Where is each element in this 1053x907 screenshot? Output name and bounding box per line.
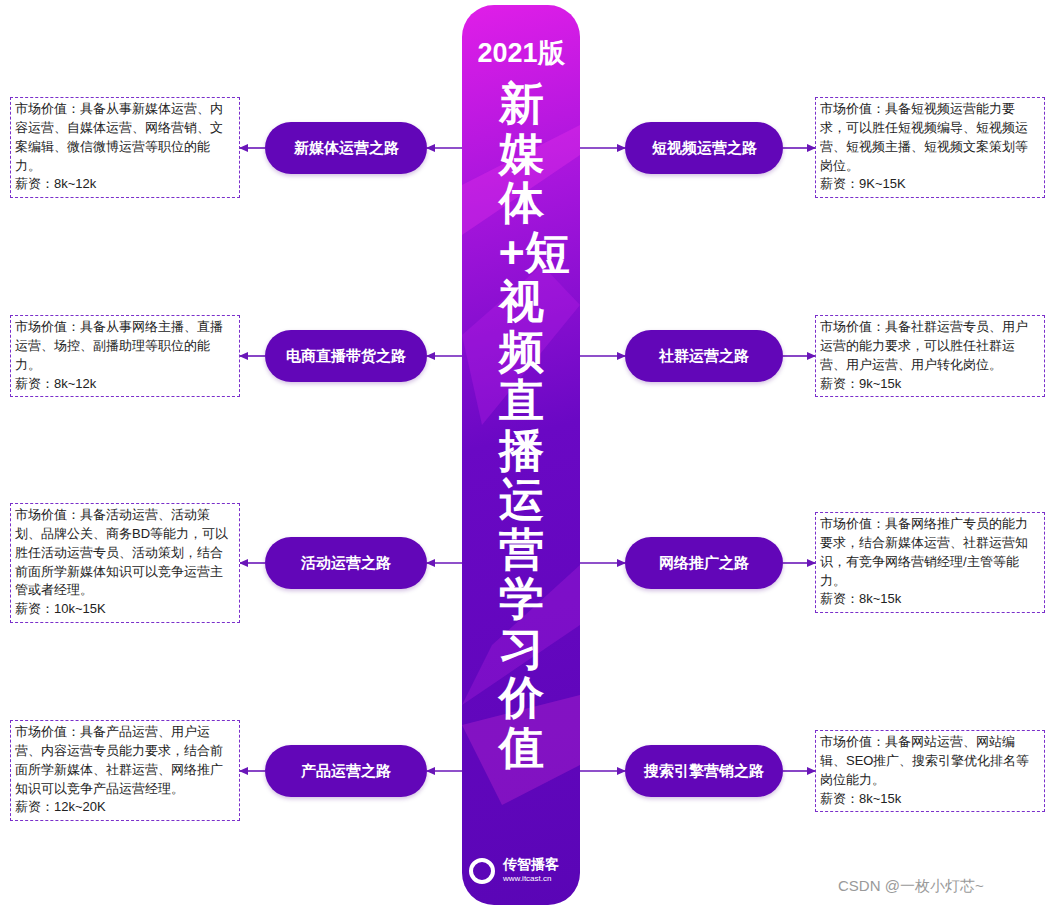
arrow-connector <box>783 562 815 564</box>
arrow-connector <box>580 562 625 564</box>
salary-text: 薪资：8k~15k <box>820 590 1040 609</box>
info-box: 市场价值：具备短视频运营能力要求，可以胜任短视频编导、短视频运营、短视频主播、短… <box>815 97 1045 198</box>
market-value-text: 市场价值：具备从事网络主播、直播运营、场控、副播助理等职位的能力。 <box>15 318 235 375</box>
arrow-connector <box>783 355 815 357</box>
info-box: 市场价值：具备产品运营、用户运营、内容运营专员能力要求，结合前面所学新媒体、社群… <box>10 720 240 821</box>
path-pill: 活动运营之路 <box>265 537 427 589</box>
pill-label: 短视频运营之路 <box>652 139 757 158</box>
info-box: 市场价值：具备社群运营专员、用户运营的能力要求，可以胜任社群运营、用户运营、用户… <box>815 315 1045 397</box>
logo-text: 传智播客 <box>503 856 559 874</box>
path-pill: 社群运营之路 <box>625 330 783 382</box>
market-value-text: 市场价值：具备活动运营、活动策划、品牌公关、商务BD等能力，可以胜任活动运营专员… <box>15 506 235 600</box>
salary-text: 薪资：8k~15k <box>820 790 1040 809</box>
pill-label: 搜索引擎营销之路 <box>644 762 764 781</box>
pill-label: 产品运营之路 <box>301 762 391 781</box>
arrow-connector <box>783 770 815 772</box>
info-box: 市场价值：具备活动运营、活动策划、品牌公关、商务BD等能力，可以胜任活动运营专员… <box>10 503 240 623</box>
market-value-text: 市场价值：具备短视频运营能力要求，可以胜任短视频编导、短视频运营、短视频主播、短… <box>820 100 1040 175</box>
logo-url: www.itcast.cn <box>503 874 551 883</box>
path-pill: 产品运营之路 <box>265 745 427 797</box>
arrow-connector <box>427 355 462 357</box>
vertical-title: 新媒体+短视频直播运营学习价值 <box>499 79 544 772</box>
pill-label: 电商直播带货之路 <box>286 347 406 366</box>
path-pill: 网络推广之路 <box>625 537 783 589</box>
market-value-text: 市场价值：具备网站运营、网站编辑、SEO推广、搜索引擎优化排名等岗位能力。 <box>820 733 1040 790</box>
market-value-text: 市场价值：具备网络推广专员的能力要求，结合新媒体运营、社群运营知识，有竞争网络营… <box>820 515 1040 590</box>
arrow-connector <box>427 562 462 564</box>
salary-text: 薪资：12k~20K <box>15 798 235 817</box>
salary-text: 薪资：8k~12k <box>15 175 235 194</box>
arrow-connector <box>240 562 265 564</box>
arrow-connector <box>240 770 265 772</box>
info-box: 市场价值：具备从事新媒体运营、内容运营、自媒体运营、网络营销、文案编辑、微信微博… <box>10 97 240 198</box>
salary-text: 薪资：9K~15K <box>820 175 1040 194</box>
path-pill: 搜索引擎营销之路 <box>625 745 783 797</box>
title-column: 2021版新媒体+短视频直播运营学习价值 <box>462 5 580 905</box>
path-pill: 短视频运营之路 <box>625 122 783 174</box>
watermark: CSDN @一枚小灯芯~ <box>838 877 984 896</box>
arrow-connector <box>580 355 625 357</box>
pill-label: 网络推广之路 <box>659 554 749 573</box>
salary-text: 薪资：8k~12k <box>15 375 235 394</box>
arrow-connector <box>427 770 462 772</box>
info-box: 市场价值：具备网站运营、网站编辑、SEO推广、搜索引擎优化排名等岗位能力。薪资：… <box>815 730 1045 812</box>
year-label: 2021版 <box>462 35 580 71</box>
arrow-connector <box>240 147 265 149</box>
pill-label: 社群运营之路 <box>659 347 749 366</box>
market-value-text: 市场价值：具备社群运营专员、用户运营的能力要求，可以胜任社群运营、用户运营、用户… <box>820 318 1040 375</box>
arrow-connector <box>427 147 462 149</box>
arrow-connector <box>240 355 265 357</box>
salary-text: 薪资：10k~15K <box>15 600 235 619</box>
info-box: 市场价值：具备从事网络主播、直播运营、场控、副播助理等职位的能力。薪资：8k~1… <box>10 315 240 397</box>
market-value-text: 市场价值：具备产品运营、用户运营、内容运营专员能力要求，结合前面所学新媒体、社群… <box>15 723 235 798</box>
salary-text: 薪资：9k~15k <box>820 375 1040 394</box>
arrow-connector <box>580 147 625 149</box>
info-box: 市场价值：具备网络推广专员的能力要求，结合新媒体运营、社群运营知识，有竞争网络营… <box>815 512 1045 613</box>
arrow-connector <box>580 770 625 772</box>
pill-label: 活动运营之路 <box>301 554 391 573</box>
market-value-text: 市场价值：具备从事新媒体运营、内容运营、自媒体运营、网络营销、文案编辑、微信微博… <box>15 100 235 175</box>
path-pill: 新媒体运营之路 <box>265 122 427 174</box>
pill-label: 新媒体运营之路 <box>294 139 399 158</box>
arrow-connector <box>783 147 815 149</box>
path-pill: 电商直播带货之路 <box>265 330 427 382</box>
